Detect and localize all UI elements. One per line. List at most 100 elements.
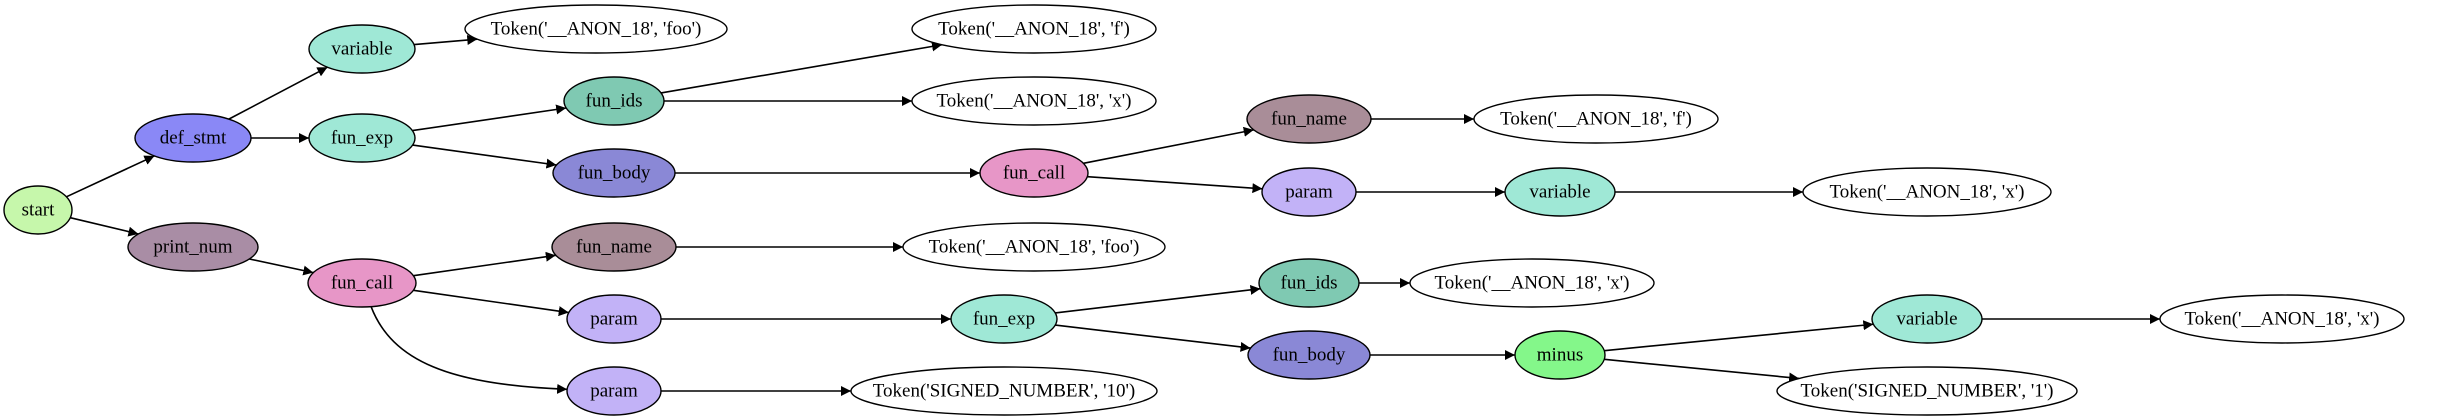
node-start: start	[3, 185, 73, 235]
edge-fun_call_1-to-param_1	[1087, 175, 1263, 194]
node-tok-x-1: Token('__ANON_18', 'x')	[911, 76, 1157, 126]
node-label: param	[590, 381, 638, 402]
node-tok-foo-2: Token('__ANON_18', 'foo')	[902, 222, 1166, 272]
node-shape	[1776, 366, 2078, 416]
edge-start-to-print_num	[70, 216, 139, 237]
node-fun-name-2: fun_name	[551, 222, 677, 272]
node-shape	[2159, 294, 2405, 344]
node-label: Token('__ANON_18', 'x')	[1830, 182, 2025, 203]
node-fun-exp-1: fun_exp	[308, 113, 416, 163]
node-label: variable	[1896, 309, 1957, 330]
node-label: Token('__ANON_18', 'x')	[2185, 309, 2380, 330]
edge-fun_call_1-to-fun_name_1	[1083, 126, 1254, 165]
node-label: param	[1285, 182, 1333, 203]
node-label: Token('__ANON_18', 'x')	[937, 91, 1132, 112]
node-label: fun_exp	[973, 309, 1035, 330]
node-shape	[1802, 167, 2052, 217]
node-fun-ids-2: fun_ids	[1258, 258, 1360, 308]
node-layer: startdef_stmtprint_numvariablefun_expTok…	[3, 4, 2405, 416]
node-fun-ids-1: fun_ids	[563, 76, 665, 126]
node-shape	[1261, 167, 1357, 217]
node-label: Token('__ANON_18', 'f')	[938, 19, 1130, 40]
node-label: print_num	[153, 237, 232, 258]
node-variable-1: variable	[308, 24, 416, 74]
edge-minus-to-tok_1	[1604, 358, 1800, 383]
node-shape	[850, 366, 1158, 416]
node-param-3: param	[566, 366, 662, 416]
node-def-stmt: def_stmt	[134, 113, 252, 163]
node-label: Token('__ANON_18', 'f')	[1500, 109, 1692, 130]
node-shape	[1514, 330, 1606, 380]
node-shape	[127, 222, 259, 272]
node-shape	[308, 24, 416, 74]
edge-variable_1-to-tok_foo_1	[414, 35, 478, 46]
node-shape	[1871, 294, 1983, 344]
node-label: start	[22, 200, 55, 221]
node-print-num: print_num	[127, 222, 259, 272]
node-shape	[307, 258, 417, 308]
node-shape	[134, 113, 252, 163]
node-fun-name-1: fun_name	[1246, 94, 1372, 144]
node-fun-exp-2: fun_exp	[950, 294, 1058, 344]
node-label: fun_call	[331, 273, 393, 294]
node-shape	[464, 4, 728, 54]
edge-fun_call_2-to-param_2	[413, 289, 569, 317]
node-shape	[563, 76, 665, 126]
node-tok-x-2: Token('__ANON_18', 'x')	[1802, 167, 2052, 217]
node-label: fun_ids	[586, 91, 643, 112]
node-tok-1: Token('SIGNED_NUMBER', '1')	[1776, 366, 2078, 416]
node-shape	[1246, 94, 1372, 144]
node-label: variable	[1529, 182, 1590, 203]
edge-fun_exp_2-to-fun_ids_2	[1055, 284, 1261, 314]
node-label: Token('SIGNED_NUMBER', '10')	[873, 381, 1136, 402]
edge-start-to-def_stmt	[66, 155, 155, 198]
node-variable-2: variable	[1504, 167, 1616, 217]
node-label: param	[590, 309, 638, 330]
node-fun-body-1: fun_body	[552, 148, 676, 198]
edge-fun_exp_1-to-fun_ids_1	[412, 104, 567, 132]
node-label: Token('__ANON_18', 'x')	[1435, 273, 1630, 294]
node-shape	[1247, 330, 1371, 380]
edge-fun_call_2-to-fun_name_2	[413, 251, 556, 277]
node-tok-foo-1: Token('__ANON_18', 'foo')	[464, 4, 728, 54]
node-label: Token('__ANON_18', 'foo')	[491, 19, 702, 40]
node-shape	[1504, 167, 1616, 217]
node-shape	[551, 222, 677, 272]
node-shape	[979, 148, 1089, 198]
edge-fun_call_2-to-param_3	[370, 306, 568, 394]
node-label: fun_body	[578, 163, 651, 184]
node-fun-call-1: fun_call	[979, 148, 1089, 198]
node-shape	[950, 294, 1058, 344]
node-shape	[3, 185, 73, 235]
edge-print_num-to-fun_call_2	[249, 258, 314, 276]
node-minus: minus	[1514, 330, 1606, 380]
node-tok-x-4: Token('__ANON_18', 'x')	[2159, 294, 2405, 344]
node-tok-10: Token('SIGNED_NUMBER', '10')	[850, 366, 1158, 416]
node-fun-call-2: fun_call	[307, 258, 417, 308]
node-shape	[552, 148, 676, 198]
node-label: fun_name	[1271, 109, 1347, 130]
node-tok-x-3: Token('__ANON_18', 'x')	[1409, 258, 1655, 308]
node-shape	[1409, 258, 1655, 308]
edge-layer	[66, 35, 2160, 396]
node-shape	[308, 113, 416, 163]
node-shape	[566, 294, 662, 344]
node-label: fun_call	[1003, 163, 1065, 184]
node-label: Token('__ANON_18', 'foo')	[929, 237, 1140, 258]
node-param-2: param	[566, 294, 662, 344]
node-label: def_stmt	[160, 128, 227, 149]
edge-fun_exp_1-to-fun_body_1	[412, 144, 557, 169]
node-label: fun_body	[1273, 345, 1346, 366]
edge-fun_exp_2-to-fun_body_2	[1055, 324, 1251, 352]
node-label: variable	[331, 39, 392, 60]
node-shape	[1473, 94, 1719, 144]
node-label: fun_exp	[331, 128, 393, 149]
node-shape	[566, 366, 662, 416]
node-tok-f-2: Token('__ANON_18', 'f')	[1473, 94, 1719, 144]
edge-minus-to-variable_3	[1604, 320, 1874, 352]
node-label: fun_name	[576, 237, 652, 258]
node-variable-3: variable	[1871, 294, 1983, 344]
node-tok-f-1: Token('__ANON_18', 'f')	[911, 4, 1157, 54]
node-shape	[911, 76, 1157, 126]
node-label: minus	[1537, 345, 1583, 366]
